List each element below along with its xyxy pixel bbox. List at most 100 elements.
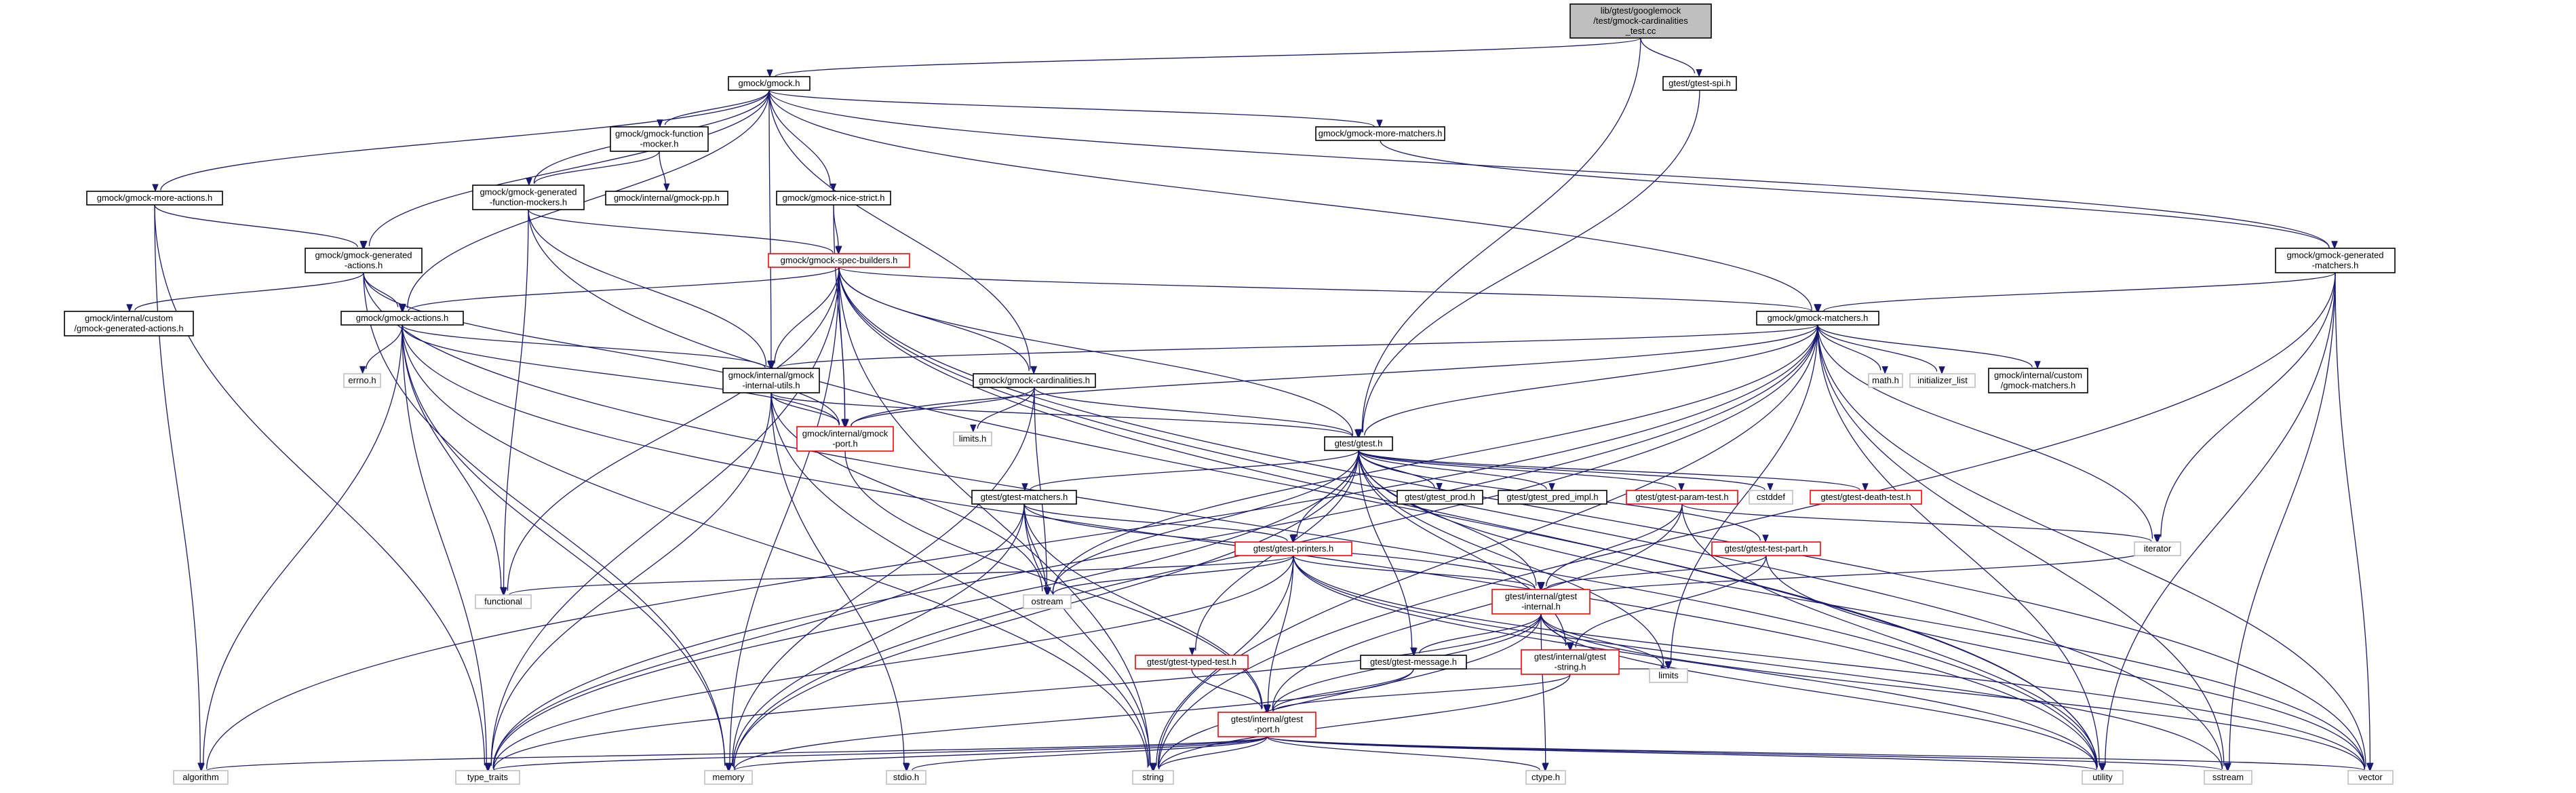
node-label: gtest/gtest-printers.h — [1253, 543, 1334, 554]
node-label: gtest/gtest-matchers.h — [981, 492, 1068, 502]
node-box — [1521, 649, 1620, 675]
node-gmm[interactable]: gmock/gmock-more-matchers.h — [1315, 126, 1445, 141]
edge-arrowhead — [657, 119, 663, 128]
node-gdeath[interactable]: gtest/gtest-death-test.h — [1810, 490, 1922, 505]
edge-gtest-to-gdeath — [1358, 450, 1869, 492]
edge-line — [1540, 613, 2097, 769]
edge-gsb-to-giu — [768, 267, 840, 369]
node-gsb[interactable]: gmock/gmock-spec-builders.h — [768, 253, 910, 268]
edge-line — [770, 392, 840, 425]
node-label: gmock/gmock-actions.h — [356, 313, 449, 323]
edge-line — [1158, 736, 1268, 769]
edge-gprint-to-functional — [501, 555, 1294, 596]
node-label: gtest/gtest-param-test.h — [1635, 492, 1728, 502]
edge-line — [154, 204, 486, 766]
node-gtm[interactable]: gtest/gtest-matchers.h — [971, 490, 1077, 505]
node-gtport[interactable]: gtest/internal/gtest-port.h — [1217, 712, 1316, 737]
edge-line — [1053, 555, 1294, 594]
node-gtp[interactable]: gtest/gtest-test-part.h — [1711, 541, 1821, 556]
edge-ggm-to-sstream — [2225, 272, 2336, 771]
edge-gmat-to-vector — [1817, 324, 2373, 771]
node-gga[interactable]: gmock/gmock-generated-actions.h — [305, 248, 423, 273]
edge-arrowhead — [1354, 429, 1361, 438]
node-gstr[interactable]: gtest/internal/gtest-string.h — [1521, 649, 1620, 675]
edge-line — [1575, 555, 1767, 648]
node-gport[interactable]: gmock/internal/gmock-port.h — [796, 426, 894, 452]
node-gint[interactable]: gtest/internal/gtest-internal.h — [1491, 589, 1591, 615]
edge-gma-to-gga — [154, 204, 366, 250]
node-gcga[interactable]: gmock/internal/custom/gmock-generated-ac… — [64, 311, 194, 336]
edge-line — [1361, 37, 1641, 432]
node-box — [796, 426, 894, 452]
node-gprod[interactable]: gtest/gtest_prod.h — [1397, 490, 1483, 505]
edge-line — [363, 272, 399, 307]
node-gmock_h[interactable]: gmock/gmock.h — [728, 76, 811, 91]
node-label: gtest/gtest-test-part.h — [1725, 543, 1808, 554]
edge-line — [206, 324, 1818, 769]
edge-ggfm-to-giu — [528, 209, 774, 369]
node-label: cstddef — [1757, 492, 1785, 502]
node-memory: memory — [704, 770, 753, 785]
edge-line — [770, 392, 1353, 437]
node-gcard[interactable]: gmock/gmock-cardinalities.h — [973, 373, 1096, 388]
edge-line — [134, 272, 364, 311]
node-root[interactable]: lib/gtest/googlemock/test/gmock-cardinal… — [1569, 3, 1712, 39]
node-gtest_spi[interactable]: gtest/gtest-spi.h — [1662, 76, 1737, 91]
node-gfm[interactable]: gmock/gmock-function-mocker.h — [610, 126, 709, 152]
edge-line — [838, 267, 1150, 766]
edge-arrowhead — [359, 241, 366, 250]
node-giu[interactable]: gmock/internal/gmock-internal-utils.h — [722, 368, 820, 393]
edge-gcard-to-limitsh — [970, 387, 1035, 433]
edge-gsb-to-vector — [838, 267, 2373, 772]
edge-gmat-to-initl — [1817, 324, 1945, 374]
edge-line — [770, 392, 1150, 767]
node-label: vector — [2358, 772, 2383, 782]
node-gma[interactable]: gmock/gmock-more-actions.h — [86, 191, 223, 206]
node-label: sstream — [2212, 772, 2244, 782]
edge-line — [1266, 736, 2097, 771]
node-ostream: ostream — [1023, 594, 1072, 609]
node-gpred[interactable]: gtest/gtest_pred_impl.h — [1498, 490, 1607, 505]
node-gmsg[interactable]: gtest/gtest-message.h — [1360, 655, 1467, 670]
edge-line — [1191, 668, 1262, 710]
node-gcm[interactable]: gmock/internal/custom/gmock-matchers.h — [1988, 368, 2088, 393]
edge-line — [493, 613, 1542, 770]
node-label: string — [1142, 772, 1164, 782]
node-box — [2082, 770, 2124, 785]
node-label: gtest/gtest_pred_impl.h — [1506, 492, 1598, 502]
node-box — [2347, 770, 2394, 785]
edge-line — [1358, 450, 1547, 490]
node-ggfm[interactable]: gmock/gmock-generated-function-mockers.h — [472, 185, 585, 210]
edge-line — [768, 90, 2330, 248]
node-gact[interactable]: gmock/gmock-actions.h — [340, 311, 464, 326]
node-gtest[interactable]: gtest/gtest.h — [1324, 436, 1393, 451]
edge-gtport-to-stdio — [903, 736, 1268, 772]
node-label: -mocker.h — [640, 139, 678, 149]
node-gmat[interactable]: gmock/gmock-matchers.h — [1756, 311, 1879, 326]
edge-line — [1418, 613, 1542, 654]
node-box — [2134, 541, 2181, 556]
edge-line — [408, 267, 840, 311]
node-ggm[interactable]: gmock/gmock-generated-matchers.h — [2275, 248, 2396, 273]
edge-arrowhead — [2224, 763, 2231, 772]
edge-line — [1272, 674, 1571, 712]
edge-gns-to-gport — [833, 204, 848, 427]
node-gpp[interactable]: gmock/internal/gmock-pp.h — [605, 191, 728, 206]
node-box — [1234, 541, 1352, 556]
node-gparam[interactable]: gtest/gtest-param-test.h — [1626, 490, 1738, 505]
node-gprint[interactable]: gtest/gtest-printers.h — [1234, 541, 1352, 556]
node-label: gmock/internal/custom — [1994, 370, 2082, 381]
node-gns[interactable]: gmock/gmock-nice-strict.h — [776, 191, 891, 206]
edge-line — [1358, 450, 1765, 490]
edge-line — [1272, 503, 1683, 710]
edge-arrowhead — [2331, 241, 2338, 250]
edge-line — [838, 267, 2366, 769]
node-gtt[interactable]: gtest/gtest-typed-test.h — [1135, 655, 1249, 670]
node-label: stdio.h — [893, 772, 919, 782]
node-label: algorithm — [182, 772, 218, 782]
node-label: gtest/gtest.h — [1335, 438, 1383, 448]
edge-line — [368, 90, 770, 246]
node-label: initializer_list — [1917, 375, 1968, 385]
edge-line — [1293, 555, 1536, 589]
